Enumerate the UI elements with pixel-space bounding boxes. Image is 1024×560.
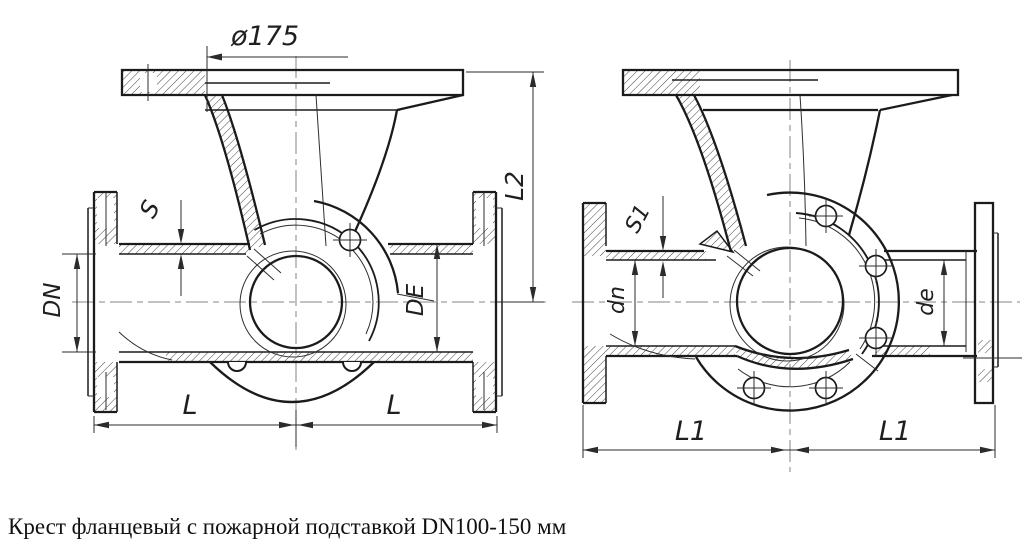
dim-label-l1-right: L1 [879, 416, 911, 447]
left-view-section: ø175 S DN DE L2 L L [40, 21, 544, 447]
branch-bore [239, 199, 435, 358]
dim-label-l1-left: L1 [675, 416, 707, 447]
left-pipe-flange [581, 201, 607, 405]
left-pipe-flange [87, 190, 118, 414]
right-pipe-flange [963, 201, 1022, 405]
dim-label-wall-s1: S1 [621, 201, 656, 237]
right-view-dimensions: S1 dn de L1 L1 [582, 196, 996, 458]
dim-label-de: DE [403, 283, 429, 316]
bolt-holes [737, 199, 893, 405]
bottom-flange-arc [209, 361, 375, 403]
dim-label-l-left: L [182, 390, 197, 421]
dim-label-wall-s: S [134, 196, 166, 223]
dim-label-dn: DN [40, 283, 66, 318]
centerlines [72, 56, 1020, 472]
top-flange [120, 64, 465, 112]
dim-label-top-diameter: ø175 [230, 21, 299, 52]
dim-label-l2: L2 [500, 171, 529, 201]
figure-caption: Крест фланцевый с пожарной подставкой DN… [8, 514, 567, 539]
left-view-dimensions: ø175 S DN DE L2 L L [40, 21, 544, 447]
dim-label-l-right: L [386, 390, 401, 421]
funnel-body [675, 94, 882, 277]
dim-label-dn-small: dn [605, 286, 630, 314]
right-view-half-section: S1 dn de L1 L1 [581, 68, 1022, 458]
pipe-walls [118, 242, 473, 364]
branch-flange-disc [695, 191, 900, 412]
top-flange [621, 68, 960, 112]
dim-label-de-small: de [914, 288, 939, 316]
